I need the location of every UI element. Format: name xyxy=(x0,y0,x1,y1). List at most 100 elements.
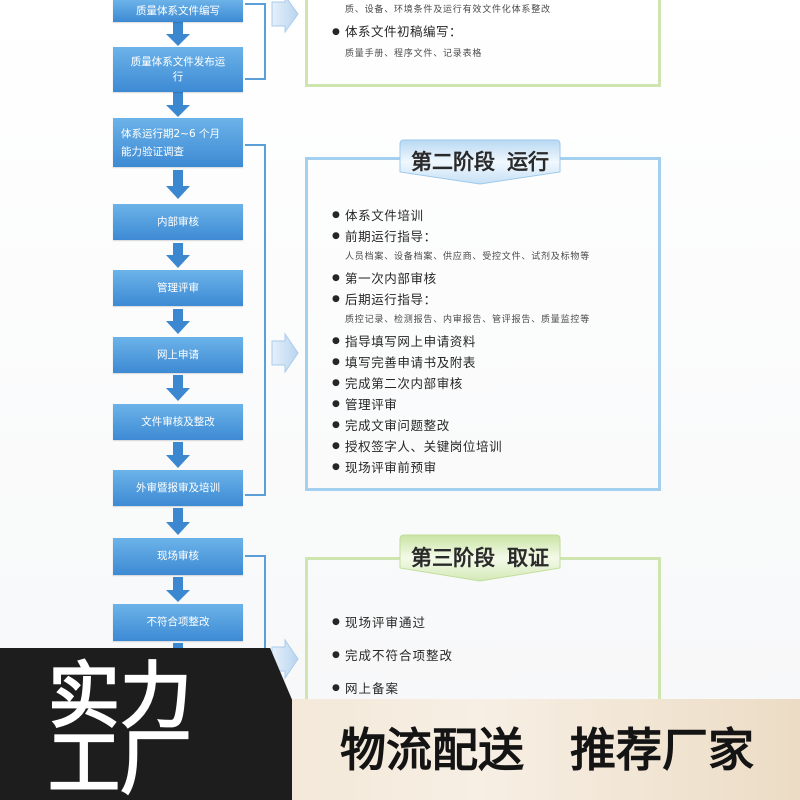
stage2-item: ● 后期运行指导： xyxy=(332,289,590,310)
bullet-icon: ● xyxy=(332,420,341,430)
step-box: 质量体系文件发布运行 xyxy=(113,47,243,92)
stage2-item-text: 填写完善申请书及附表 xyxy=(345,355,477,370)
bullet-icon: ● xyxy=(332,357,341,367)
banner-slogan-left: 物流配送 xyxy=(340,723,524,777)
stage3-item-text: 网上备案 xyxy=(345,681,400,696)
banner-badge-line2: 工厂 xyxy=(48,721,193,800)
stage2-item-text: 完成第二次内部审核 xyxy=(345,376,463,391)
step-label: 管理评审 xyxy=(157,281,199,294)
step-label: 质量体系文件编写 xyxy=(136,4,220,17)
arrow-down-icon xyxy=(166,243,190,268)
stage1-list: 质、设备、环境条件及运行有效文件化体系整改 ● 体系文件初稿编写： 质量手册、程序… xyxy=(332,0,551,65)
stage2-title-name: 运行 xyxy=(507,149,549,174)
step-box: 外审暨报审及培训 xyxy=(113,470,243,506)
stage2-item-note: 质控记录、检测报告、内审报告、管评报告、质量监控等 xyxy=(345,315,591,325)
stage2-title: 第二阶段运行 xyxy=(400,151,560,173)
stage2-item: ● 管理评审 xyxy=(332,394,590,415)
stage2-item: ● 完成第二次内部审核 xyxy=(332,373,590,394)
step-box: 不符合项整改 xyxy=(113,604,243,641)
bracket-stage1 xyxy=(245,3,266,80)
step-label: 质量体系文件发布运行 xyxy=(130,55,226,83)
bullet-icon: ● xyxy=(332,683,341,693)
arrow-down-icon xyxy=(166,508,190,535)
stage1-intro-note: 质、设备、环境条件及运行有效文件化体系整改 xyxy=(345,5,551,15)
stage3-item-text: 完成不符合项整改 xyxy=(345,648,454,663)
arrow-down-icon xyxy=(166,92,190,117)
stage2-item-text: 后期运行指导： xyxy=(345,292,437,307)
stage2-item: ● 填写完善申请书及附表 xyxy=(332,352,590,373)
step-label: 不符合项整改 xyxy=(146,616,210,628)
stage2-item: ● 现场评审前预审 xyxy=(332,457,590,478)
arrow-down-icon xyxy=(166,22,190,46)
stage2-item: ● 体系文件培训 xyxy=(332,205,590,226)
stage3-item: ● 网上备案 xyxy=(332,672,453,705)
stage2-item-text: 完成文审问题整改 xyxy=(345,418,450,433)
bullet-icon: ● xyxy=(332,210,341,220)
arrow-down-icon xyxy=(166,442,190,468)
stage3-list: ● 现场评审通过 ● 完成不符合项整改 ● 网上备案 xyxy=(332,606,453,705)
step-label: 体系运行期2~6 个月 xyxy=(121,127,220,140)
stage2-item: ● 指导填写网上申请资料 xyxy=(332,331,590,352)
stage2-item-text: 管理评审 xyxy=(345,397,398,412)
bullet-icon: ● xyxy=(332,273,341,283)
step-box: 质量体系文件编写 xyxy=(113,0,243,22)
bullet-icon: ● xyxy=(332,27,341,37)
banner-slogan-right: 推荐厂家 xyxy=(570,723,754,777)
banner-dark-badge xyxy=(0,648,292,800)
stage3-item: ● 现场评审通过 xyxy=(332,606,453,639)
stage3-title-phase: 第三阶段 xyxy=(411,545,495,570)
step-box: 网上申请 xyxy=(113,337,243,373)
stage3-title-badge xyxy=(399,534,561,582)
bullet-icon: ● xyxy=(332,336,341,346)
step-label: 文件审核及整改 xyxy=(141,415,215,428)
stage3-title-name: 取证 xyxy=(507,545,549,570)
stage2-item: ●前期运行指导： xyxy=(332,226,590,247)
stage2-item-text: 第一次内部审核 xyxy=(345,271,437,286)
bullet-icon: ● xyxy=(332,617,341,627)
stage2-item-note: 人员档案、设备档案、供应商、受控文件、试剂及标物等 xyxy=(345,252,591,262)
bullet-icon: ● xyxy=(332,399,341,409)
bullet-icon: ● xyxy=(332,462,341,472)
stage2-item: ● 第一次内部审核 xyxy=(332,268,590,289)
arrow-down-icon xyxy=(166,577,190,602)
step-label: 内部审核 xyxy=(157,215,199,228)
stage2-list: ● 体系文件培训 ●前期运行指导： 人员档案、设备档案、供应商、受控文件、试剂及标… xyxy=(332,205,590,478)
step-label: 能力验证调查 xyxy=(121,145,184,158)
stage2-item-text: 体系文件培训 xyxy=(345,208,424,223)
stage3-title: 第三阶段取证 xyxy=(400,547,560,569)
step-box: 内部审核 xyxy=(113,204,243,240)
stage2-item-text: 指导填写网上申请资料 xyxy=(345,334,477,349)
chevron-right-icon xyxy=(271,332,299,374)
bullet-icon: ● xyxy=(332,378,341,388)
stage2-item-text: 现场评审前预审 xyxy=(345,460,437,475)
bullet-icon: ● xyxy=(332,650,341,660)
stage2-item: ● 完成文审问题整改 xyxy=(332,415,590,436)
stage1-panel xyxy=(305,0,661,87)
bullet-icon: ● xyxy=(332,441,341,451)
stage2-title-badge xyxy=(399,139,561,185)
step-box: 文件审核及整改 xyxy=(113,404,243,440)
arrow-down-icon xyxy=(166,309,190,334)
bullet-icon: ● xyxy=(332,231,341,241)
bullet-icon: ● xyxy=(332,294,341,304)
chevron-right-icon xyxy=(271,0,299,34)
step-box: 管理评审 xyxy=(113,270,243,306)
step-box: 现场审核 xyxy=(113,538,243,575)
stage2-item-text: 授权签字人、关键岗位培训 xyxy=(345,439,503,454)
step-box: 体系运行期2~6 个月 能力验证调查 xyxy=(113,118,243,167)
step-label: 网上申请 xyxy=(157,348,199,361)
stage1-item-text: 体系文件初稿编写： xyxy=(345,24,463,39)
banner-badge-line1: 实力 xyxy=(48,654,193,738)
stage3-item-text: 现场评审通过 xyxy=(345,615,427,630)
step-label: 外审暨报审及培训 xyxy=(136,481,220,494)
stage3-item: ● 完成不符合项整改 xyxy=(332,639,453,672)
arrow-down-icon xyxy=(166,170,190,199)
stage2-title-phase: 第二阶段 xyxy=(411,149,495,174)
bracket-stage2 xyxy=(245,144,266,496)
step-label: 现场审核 xyxy=(157,550,199,562)
stage1-item-note: 质量手册、程序文件、记录表格 xyxy=(345,49,483,59)
arrow-down-icon xyxy=(166,375,190,401)
stage2-item: ● 授权签字人、关键岗位培训 xyxy=(332,436,590,457)
stage1-item: ● 体系文件初稿编写： xyxy=(332,21,551,43)
